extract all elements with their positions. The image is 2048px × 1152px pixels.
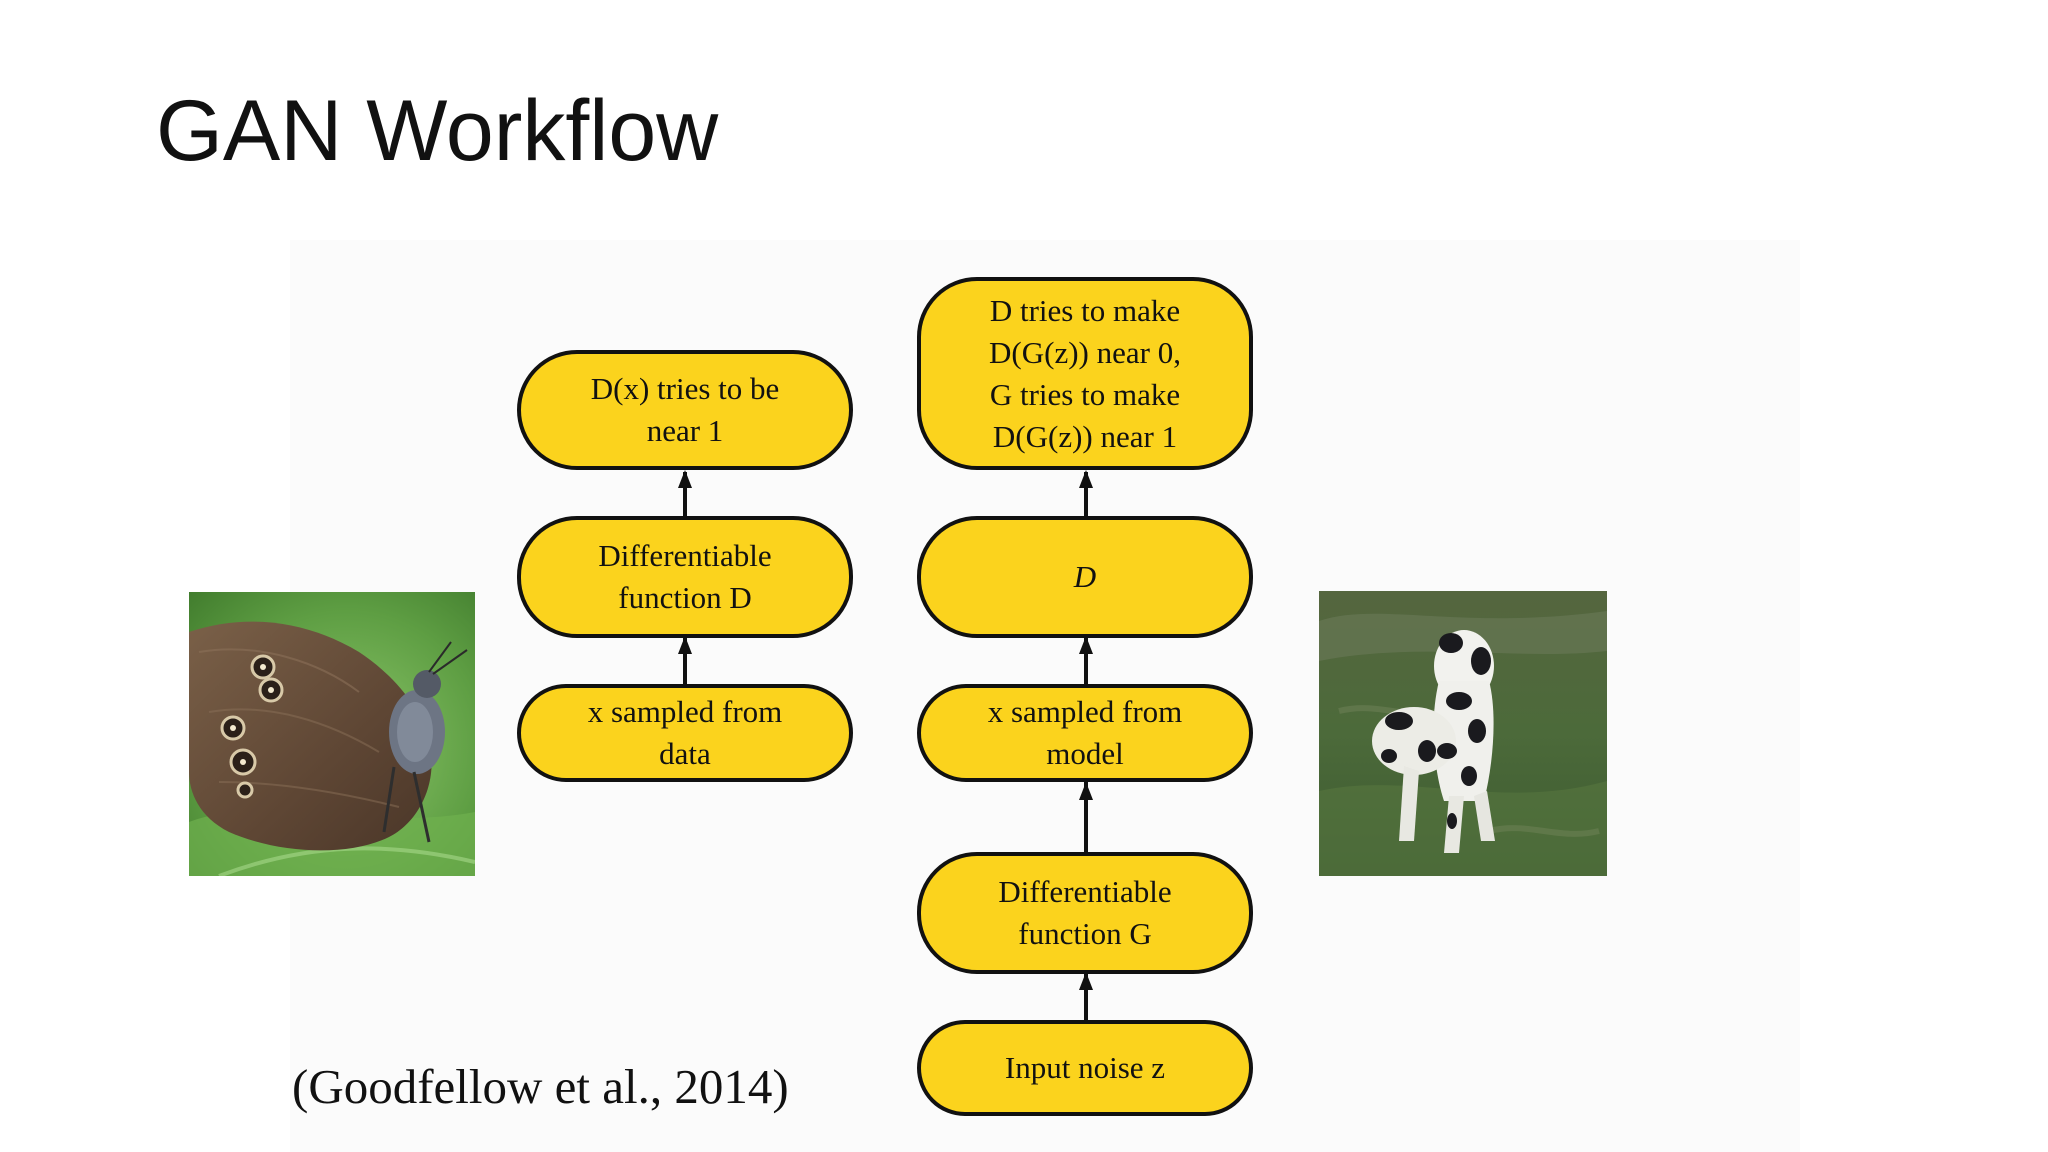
citation: (Goodfellow et al., 2014) [292,1059,789,1114]
fake-objective-line-3: G tries to make [989,376,1181,412]
arrowhead-noise-to-g [1079,972,1093,990]
generator-node: Differentiable function G [917,852,1253,974]
arrowhead-g-to-model-sample [1079,782,1093,800]
real-objective-node: D(x) tries to be near 1 [517,350,853,470]
real-objective-line-2: near 1 [646,413,724,448]
real-discriminator-line-1: Differentiable [598,538,772,573]
real-objective-line-1: D(x) tries to be [590,371,780,406]
model-sample-line-1: x sampled from [987,694,1183,729]
generator-line-1: Differentiable [998,874,1172,909]
input-noise-node: Input noise z [917,1020,1253,1116]
data-sample-line-2: data [659,736,711,771]
arrowhead-model-sample-to-d [1079,636,1093,654]
generator-line-2: function G [1018,916,1152,951]
data-sample-node: x sampled from data [517,684,853,782]
fake-discriminator-label: D [1073,559,1097,594]
model-sample-line-2: model [1046,736,1124,771]
arrowhead-real-d-to-top [678,470,692,488]
arrowhead-d-to-fake-top [1079,470,1093,488]
model-sample-node: x sampled from model [917,684,1253,782]
input-noise-label: Input noise z [1004,1050,1166,1085]
fake-objective-line-4: D(G(z)) near 1 [992,418,1178,454]
fake-discriminator-node: D [917,516,1253,638]
real-discriminator-line-2: function D [618,580,752,615]
arrowhead-real-sample-to-d [678,636,692,654]
data-sample-line-1: x sampled from [587,694,783,729]
slide-title: GAN Workflow [156,83,719,179]
real-discriminator-node: Differentiable function D [517,516,853,638]
fake-objective-line-1: D tries to make [989,292,1181,328]
butterfly-photo [189,592,475,876]
fake-objective-line-2: D(G(z)) near 0, [989,334,1181,370]
generated-dog-photo [1319,591,1607,876]
fake-objective-node: D tries to make D(G(z)) near 0, G tries … [917,277,1253,470]
